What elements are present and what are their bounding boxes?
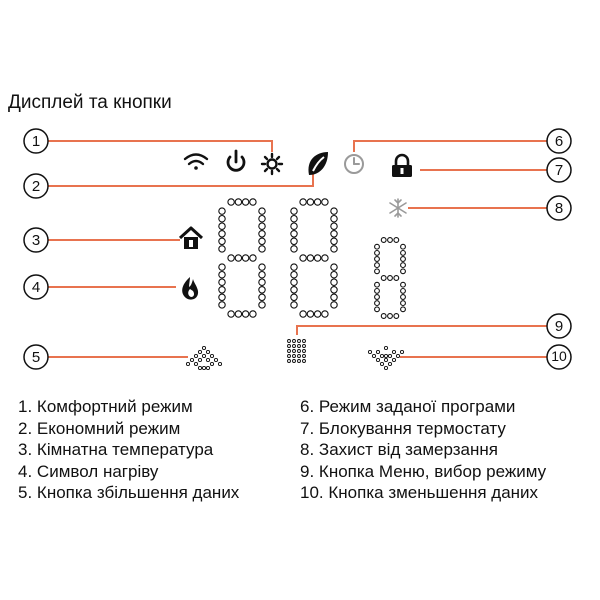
- legend-item-4: 4. Символ нагріву: [18, 461, 239, 483]
- legend-item-5: 5. Кнопка збільшення даних: [18, 482, 239, 504]
- callout-circle-1: [23, 128, 49, 154]
- legend-text: Захист від замерзання: [318, 440, 498, 459]
- legend-number: 3.: [18, 440, 33, 459]
- callout-circle-10: [546, 344, 572, 370]
- lock-icon: [392, 153, 412, 177]
- legend-text: Комфортний режим: [36, 397, 193, 416]
- legend-item-2: 2. Економний режим: [18, 418, 239, 440]
- snowflake-icon: [389, 198, 407, 218]
- callout-number-10: 10: [551, 348, 567, 364]
- leader-line-2: [48, 174, 314, 187]
- callout-circle-5: [23, 344, 49, 370]
- legend-number: 7.: [300, 418, 315, 438]
- legend-number: 8.: [300, 440, 315, 459]
- callout-number-2: 2: [32, 178, 40, 195]
- callout-number-4: 4: [32, 279, 40, 296]
- legend-text: Символ нагріву: [36, 461, 159, 481]
- legend-text: Блокування термостату: [318, 418, 506, 438]
- legend-number: 10.: [300, 483, 324, 502]
- legend-text: Кнопка Меню, вибор режиму: [318, 461, 547, 481]
- callout-number-8: 8: [555, 200, 563, 217]
- callout-number-9: 9: [555, 318, 563, 335]
- callout-number-3: 3: [32, 232, 40, 249]
- house-icon: [178, 226, 204, 249]
- legend-item-3: 3. Кімнатна температура: [18, 439, 239, 461]
- leader-lines: [48, 140, 547, 358]
- segment-display: [218, 198, 406, 319]
- legend-number: 4.: [18, 461, 33, 481]
- legend-left: 1. Комфортний режим 2. Економний режим 3…: [18, 396, 239, 504]
- wifi-icon: [183, 153, 209, 170]
- legend-number: 1.: [18, 397, 33, 416]
- legend-item-1: 1. Комфортний режим: [18, 396, 239, 418]
- leaf-icon: [308, 152, 328, 175]
- legend-item-8: 8. Захист від замерзання: [300, 439, 546, 461]
- flame-icon: [182, 277, 199, 300]
- down-arrow-icon: [367, 345, 405, 371]
- callout-number-1: 1: [32, 133, 40, 150]
- legend-item-6: 6. Режим заданої програми: [300, 396, 546, 418]
- up-arrow-icon: [185, 345, 223, 371]
- legend-item-10: 10. Кнопка зменьшення даних: [300, 482, 546, 504]
- legend-right: 6. Режим заданої програми 7. Блокування …: [300, 396, 546, 504]
- callout-circle-3: [23, 227, 49, 253]
- legend-text: Кімнатна температура: [36, 440, 214, 459]
- legend-item-7: 7. Блокування термостату: [300, 418, 546, 440]
- callout-circle-8: [546, 195, 572, 221]
- clock-icon: [344, 154, 364, 174]
- legend-text: Економний режим: [36, 418, 181, 438]
- leader-line-6: [353, 140, 547, 152]
- callout-circle-9: [546, 313, 572, 339]
- callout-number-5: 5: [32, 349, 40, 366]
- callout-number-6: 6: [555, 133, 563, 150]
- legend-item-9: 9. Кнопка Меню, вибор режиму: [300, 461, 546, 483]
- legend-number: 9.: [300, 461, 315, 481]
- legend-text: Кнопка зменьшення даних: [328, 483, 539, 502]
- power-icon: [226, 149, 246, 172]
- callout-circle-2: [23, 173, 49, 199]
- leader-line-9: [296, 325, 547, 335]
- callout-circle-6: [546, 128, 572, 154]
- digit-small-8: [374, 237, 406, 319]
- callout-number-7: 7: [555, 162, 563, 179]
- callout-circle-7: [546, 157, 572, 183]
- legend-number: 2.: [18, 418, 33, 438]
- page-title: Дисплей та кнопки: [8, 92, 172, 113]
- digit-large-2 8: [290, 198, 338, 318]
- sun-icon: [260, 152, 284, 176]
- legend-number: 5.: [18, 483, 33, 502]
- legend-text: Режим заданої програми: [318, 397, 516, 416]
- digit-large-1 8: [218, 198, 266, 318]
- legend-text: Кнопка збільшення даних: [36, 483, 240, 502]
- callout-circle-4: [23, 274, 49, 300]
- menu-grid-icon: [287, 339, 306, 363]
- legend-number: 6.: [300, 397, 315, 416]
- leader-line-1: [48, 140, 273, 152]
